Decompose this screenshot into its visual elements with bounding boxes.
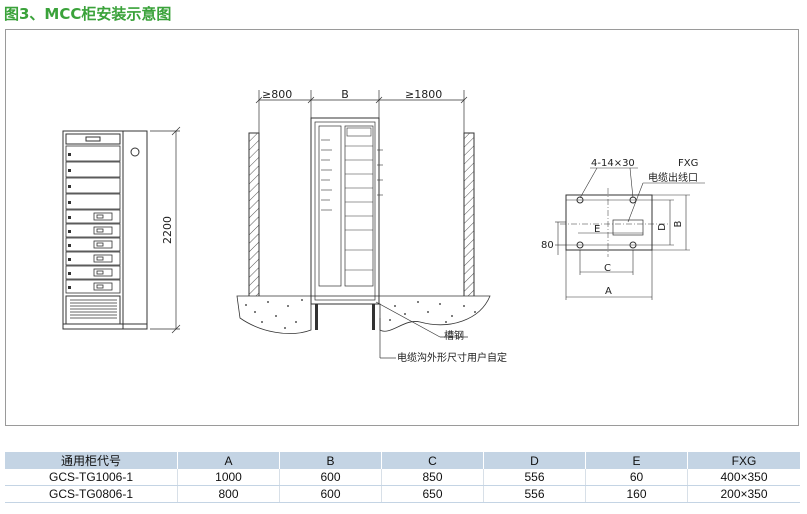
cable-outlet-label: 电缆出线口	[648, 171, 698, 184]
dim-80-label: 80	[541, 240, 554, 251]
cell-b: 600	[279, 469, 382, 486]
cell-e: 60	[585, 469, 688, 486]
table-row: GCS-TG1006-1 1000 600 850 556 60 400×350	[5, 469, 800, 486]
cell-c: 650	[381, 485, 484, 503]
cell-a: 800	[177, 485, 280, 503]
col-header-c: C	[381, 452, 484, 469]
cell-d: 556	[483, 469, 586, 486]
cell-d: 556	[483, 485, 586, 503]
dim-d-label: D	[657, 223, 668, 231]
cell-b: 600	[279, 485, 382, 503]
height-dimension-label: 2200	[161, 216, 174, 244]
cell-model: GCS-TG0806-1	[5, 485, 178, 503]
col-header-model: 通用柜代号	[5, 452, 178, 469]
mounting-holes-label: 4-14×30	[591, 158, 635, 169]
dim-b-label: B	[673, 220, 684, 227]
col-header-a: A	[177, 452, 280, 469]
cell-model: GCS-TG1006-1	[5, 469, 178, 486]
table-row: GCS-TG0806-1 800 600 650 556 160 200×350	[5, 485, 800, 503]
cell-c: 850	[381, 469, 484, 486]
col-header-b: B	[279, 452, 382, 469]
col-header-fxg: FXG	[687, 452, 800, 469]
front-view-cabinet	[62, 126, 181, 334]
base-plan-view	[555, 167, 705, 300]
dim-a-label: A	[605, 286, 612, 297]
fxg-label: FXG	[678, 158, 698, 169]
col-header-d: D	[483, 452, 586, 469]
cable-trench-label: 电缆沟外形尺寸用户自定	[397, 351, 507, 364]
cell-fxg: 400×350	[687, 469, 800, 486]
col-header-e: E	[585, 452, 688, 469]
cabinet-spec-table: 通用柜代号 A B C D E FXG GCS-TG1006-1 1000 60…	[5, 452, 800, 503]
cell-e: 160	[585, 485, 688, 503]
room-section-view	[236, 90, 491, 359]
left-clearance-label: ≥800	[262, 88, 292, 101]
figure-title: 图3、MCC柜安装示意图	[4, 5, 172, 23]
channel-steel-label: 槽钢	[444, 329, 464, 342]
cabinet-width-label: B	[341, 88, 349, 101]
right-clearance-label: ≥1800	[405, 88, 442, 101]
dim-e-label: E	[594, 224, 600, 235]
cell-fxg: 200×350	[687, 485, 800, 503]
table-header-row: 通用柜代号 A B C D E FXG	[5, 452, 800, 469]
cell-a: 1000	[177, 469, 280, 486]
dim-c-label: C	[604, 263, 611, 274]
